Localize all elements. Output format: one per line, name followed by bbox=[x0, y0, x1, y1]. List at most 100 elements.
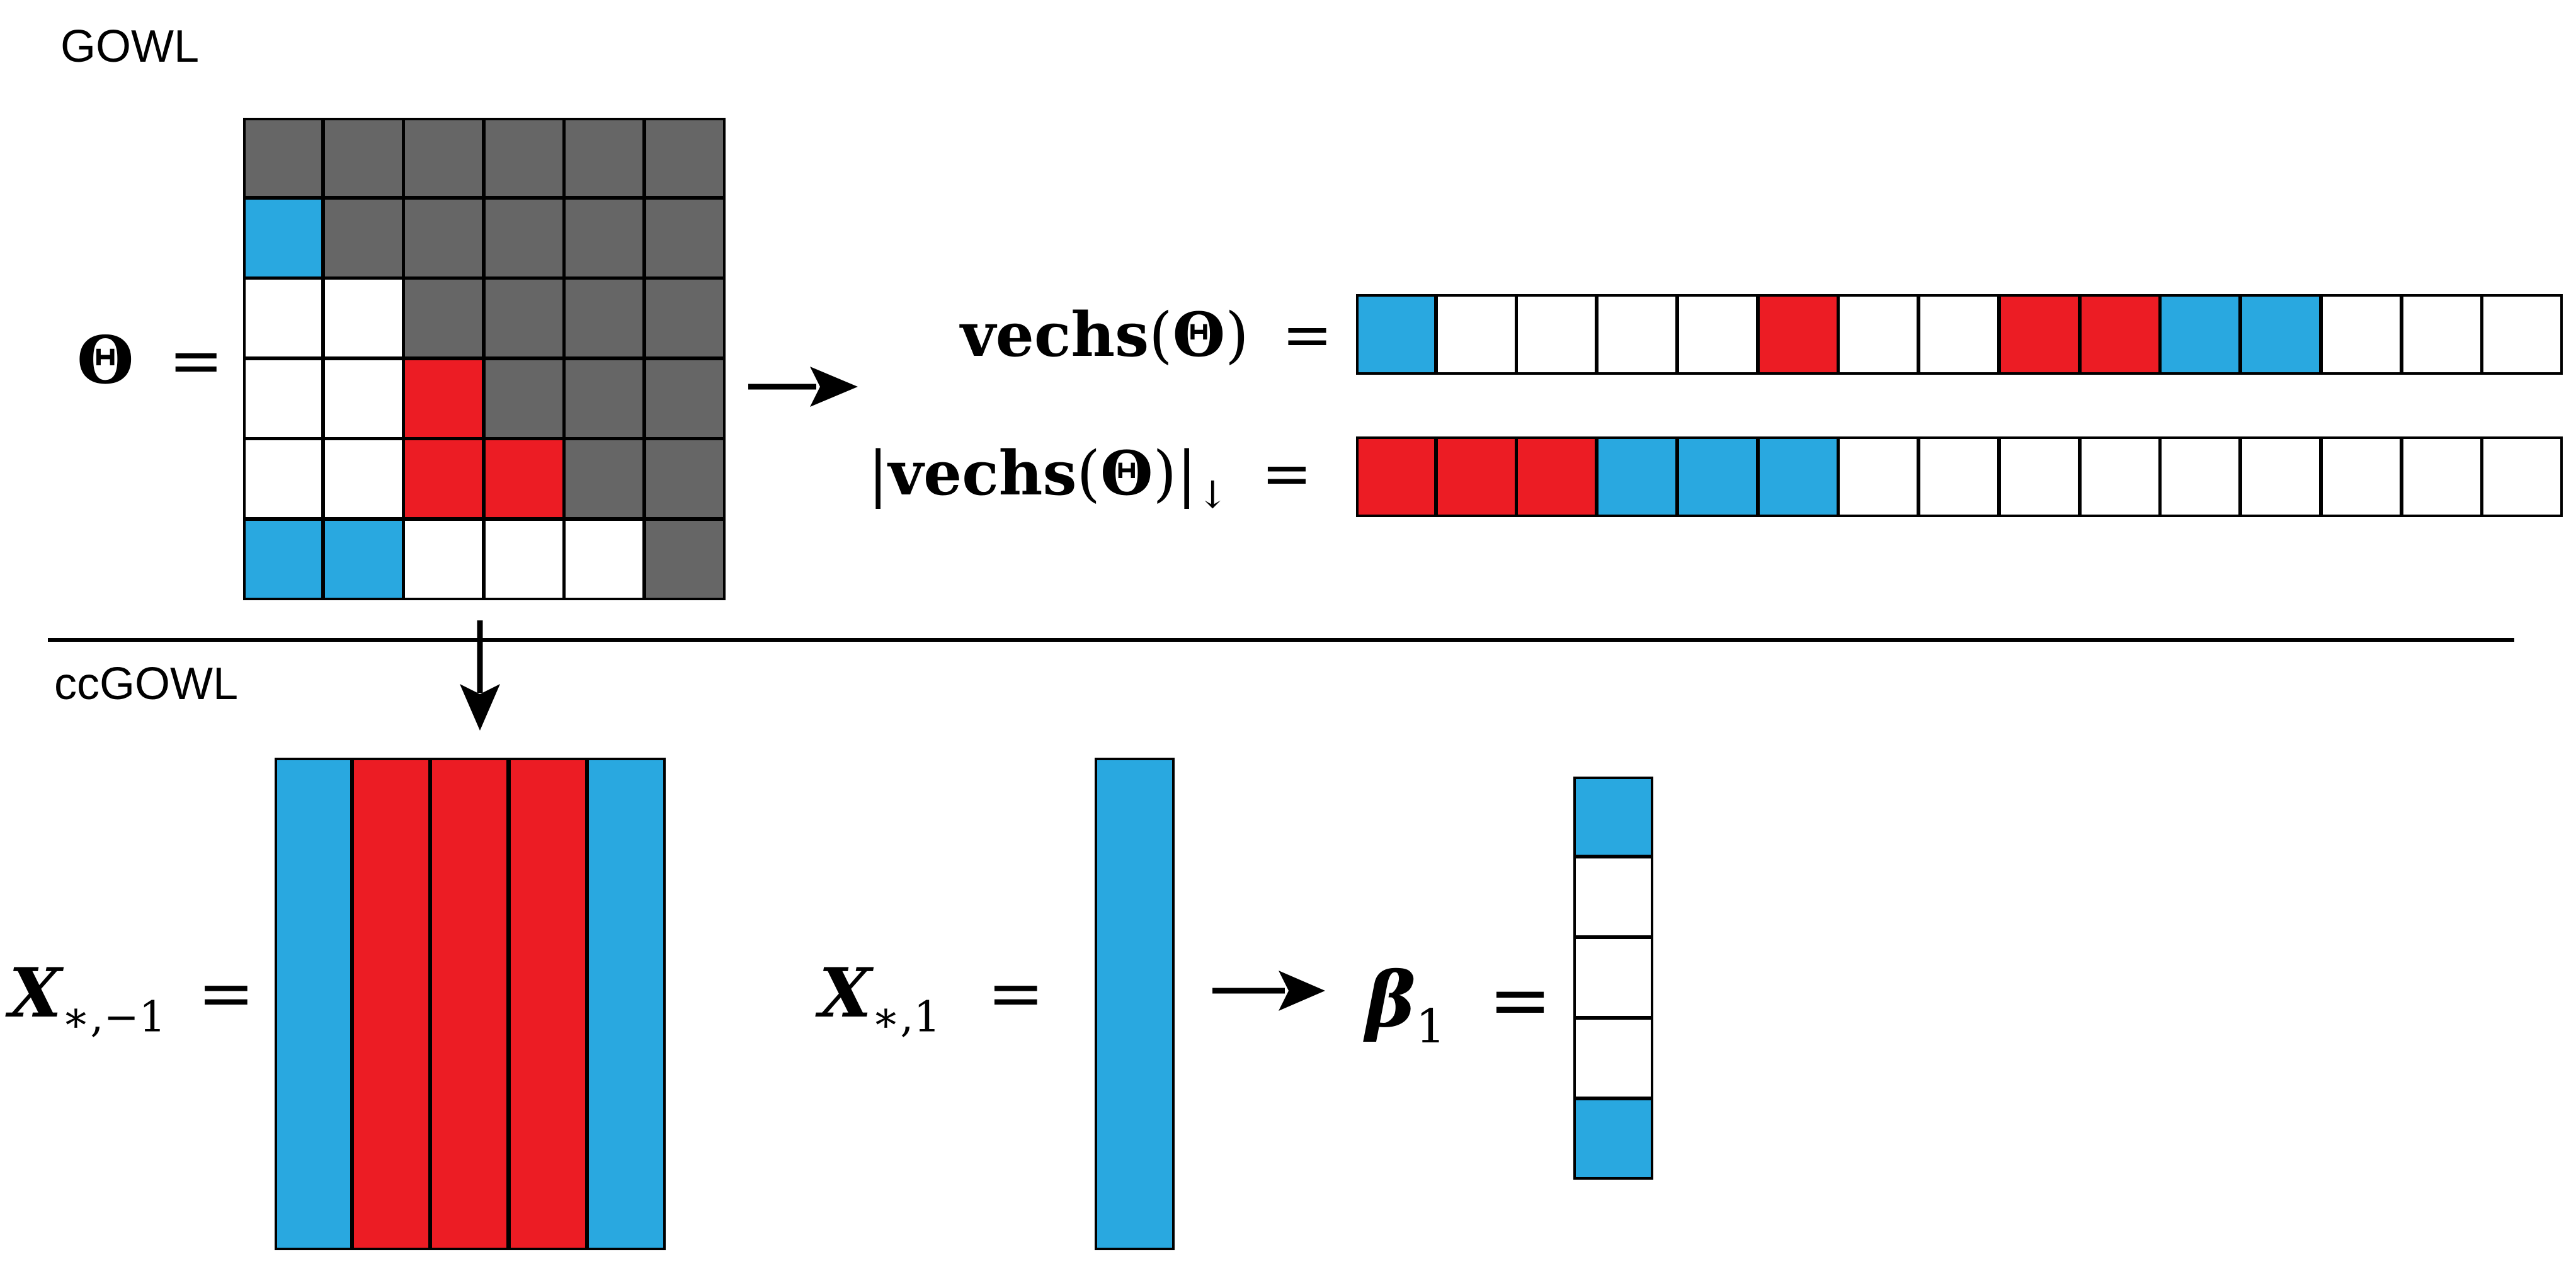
sorted-cell-white bbox=[2401, 436, 2483, 517]
down-arrow bbox=[460, 620, 500, 731]
vechs-open-paren: ( bbox=[1149, 300, 1173, 370]
theta-cell-white bbox=[483, 518, 565, 600]
x-minus-column-blue bbox=[586, 758, 666, 1250]
theta-cell-gray bbox=[563, 197, 645, 279]
right-arrow-top bbox=[748, 367, 858, 407]
sorted-cell-red bbox=[1435, 436, 1517, 517]
sorted-cell-blue bbox=[1677, 436, 1758, 517]
vechs-sorted-open-paren: ( bbox=[1076, 438, 1100, 509]
arrow-head-icon bbox=[460, 684, 500, 731]
beta-cell-white bbox=[1573, 937, 1653, 1018]
vechs-equation: vechs(Θ) = bbox=[960, 305, 1333, 366]
theta-cell-gray bbox=[644, 197, 726, 279]
vechs-cell-blue bbox=[2240, 294, 2322, 375]
vechs-cell-white bbox=[2320, 294, 2402, 375]
vechs-sorted-close-paren: ) bbox=[1153, 438, 1177, 509]
x-minus-symbol: X bbox=[9, 954, 62, 1033]
x-minus-equation: X∗,−1 = bbox=[9, 959, 254, 1038]
theta-equals: = bbox=[168, 322, 224, 399]
vechs-close-paren: ) bbox=[1225, 300, 1249, 370]
theta-cell-white bbox=[563, 518, 645, 600]
gowl-label: GOWL bbox=[60, 21, 200, 72]
beta-cell-white bbox=[1573, 856, 1653, 938]
theta-cell-gray bbox=[483, 277, 565, 359]
x-minus-column-red bbox=[430, 758, 509, 1250]
beta-subscript: 1 bbox=[1415, 999, 1446, 1054]
sorted-cell-white bbox=[2481, 436, 2563, 517]
vechs-cell-red bbox=[1998, 294, 2080, 375]
vechs-cell-white bbox=[1837, 294, 1919, 375]
theta-cell-gray bbox=[483, 197, 565, 279]
ccgowl-label: ccGOWL bbox=[54, 659, 239, 709]
vechs-sorted-func: vechs bbox=[888, 438, 1077, 509]
theta-cell-gray bbox=[243, 118, 324, 198]
vechs-cell-blue bbox=[1356, 294, 1437, 375]
vechs-cell-white bbox=[1515, 294, 1597, 375]
vechs-vector bbox=[1356, 294, 2563, 375]
theta-cell-gray bbox=[644, 277, 726, 359]
x-minus-column-red bbox=[351, 758, 431, 1250]
sorted-cell-red bbox=[1515, 436, 1597, 517]
vechs-sorted-theta-symbol: Θ bbox=[1100, 438, 1153, 509]
theta-cell-white bbox=[322, 277, 404, 359]
vechs-cell-white bbox=[1677, 294, 1758, 375]
sorted-cell-white bbox=[1918, 436, 2000, 517]
theta-cell-blue bbox=[243, 197, 324, 279]
sorted-cell-white bbox=[2079, 436, 2161, 517]
x-one-equation: X∗,1 = bbox=[819, 959, 1044, 1038]
vechs-cell-red bbox=[1757, 294, 1839, 375]
x-one-column-cell-blue bbox=[1095, 758, 1175, 1250]
beta-equals: = bbox=[1488, 957, 1552, 1044]
theta-cell-white bbox=[322, 438, 404, 520]
theta-cell-white bbox=[322, 358, 404, 440]
theta-matrix bbox=[243, 118, 726, 600]
vechs-sorted-vector bbox=[1356, 436, 2563, 517]
beta-equation: β1 = bbox=[1365, 962, 1552, 1050]
vechs-cell-white bbox=[1435, 294, 1517, 375]
theta-cell-gray bbox=[483, 358, 565, 440]
theta-cell-red bbox=[402, 358, 484, 440]
x-minus-subscript: ∗,−1 bbox=[61, 992, 166, 1042]
vechs-cell-red bbox=[2079, 294, 2161, 375]
theta-cell-gray bbox=[644, 358, 726, 440]
beta-symbol: β bbox=[1365, 955, 1416, 1044]
theta-cell-blue bbox=[243, 518, 324, 600]
vechs-equals: = bbox=[1282, 300, 1333, 370]
theta-cell-gray bbox=[563, 438, 645, 520]
x-minus-matrix bbox=[275, 758, 666, 1250]
theta-cell-white bbox=[402, 518, 484, 600]
vechs-sorted-equals: = bbox=[1261, 438, 1313, 509]
vechs-cell-blue bbox=[2159, 294, 2241, 375]
sorted-cell-blue bbox=[1757, 436, 1839, 517]
vechs-cell-white bbox=[1596, 294, 1678, 375]
theta-cell-white bbox=[243, 277, 324, 359]
vechs-cell-white bbox=[2401, 294, 2483, 375]
theta-cell-gray bbox=[402, 197, 484, 279]
theta-cell-blue bbox=[322, 518, 404, 600]
abs-bar-close: | bbox=[1177, 438, 1197, 509]
x-one-symbol: X bbox=[819, 954, 872, 1033]
sorted-cell-white bbox=[2240, 436, 2322, 517]
theta-cell-gray bbox=[563, 277, 645, 359]
vechs-func: vechs bbox=[960, 299, 1149, 370]
theta-cell-gray bbox=[644, 118, 726, 198]
beta-cell-blue bbox=[1573, 777, 1653, 857]
beta-cell-white bbox=[1573, 1017, 1653, 1099]
vechs-cell-white bbox=[2481, 294, 2563, 375]
x-one-subscript: ∗,1 bbox=[871, 992, 941, 1042]
theta-cell-gray bbox=[563, 118, 645, 198]
theta-equation: Θ = bbox=[77, 328, 224, 394]
theta-cell-white bbox=[243, 358, 324, 440]
arrow-head-icon bbox=[1279, 971, 1325, 1011]
theta-cell-gray bbox=[644, 438, 726, 520]
theta-cell-gray bbox=[322, 197, 404, 279]
x-minus-column-red bbox=[508, 758, 588, 1250]
sorted-cell-white bbox=[2320, 436, 2402, 517]
x-one-equals: = bbox=[987, 954, 1045, 1033]
abs-bar-open: | bbox=[868, 438, 889, 509]
theta-cell-gray bbox=[483, 118, 565, 198]
vechs-theta-symbol: Θ bbox=[1172, 299, 1226, 370]
theta-cell-gray bbox=[644, 518, 726, 600]
theta-cell-gray bbox=[322, 118, 404, 198]
sorted-cell-red bbox=[1356, 436, 1437, 517]
